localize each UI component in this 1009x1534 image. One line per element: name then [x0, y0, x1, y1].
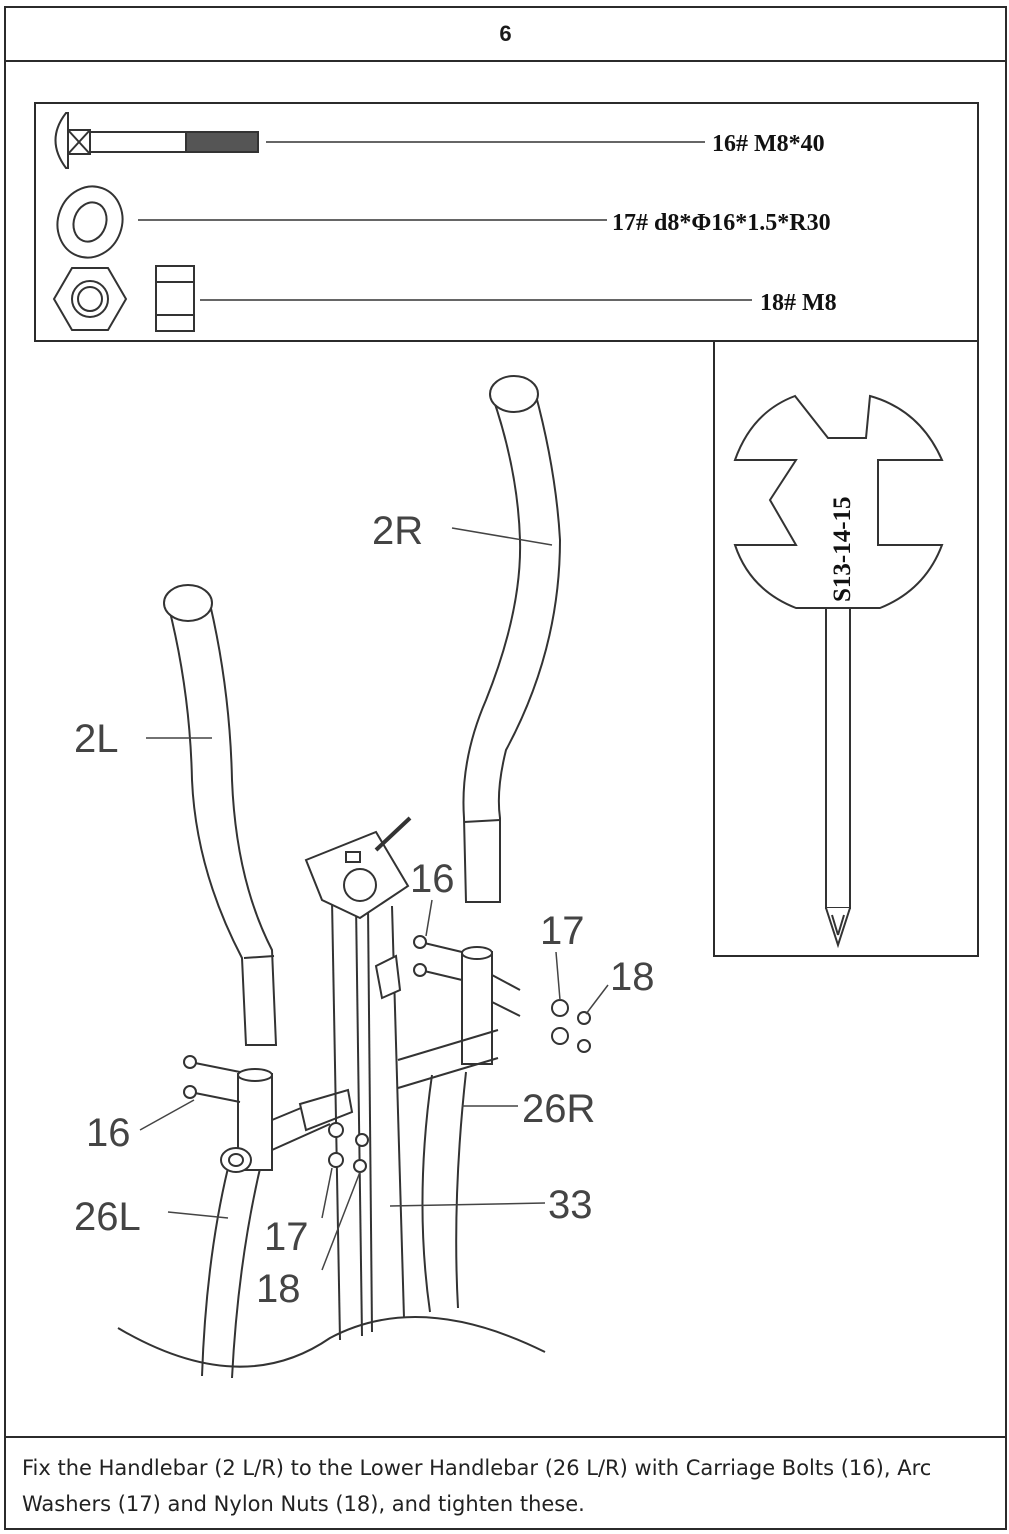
- callout-26l: 26L: [74, 1195, 141, 1239]
- carriage-bolt-icon: [54, 112, 259, 169]
- leader-lines: [139, 527, 609, 1271]
- callout-16-right: 16: [410, 857, 455, 901]
- wrench-icon: [733, 394, 944, 949]
- callout-33: 33: [548, 1183, 593, 1227]
- instruction-panel: 6 Fix the Handlebar (2 L/R) to the Lower…: [4, 6, 1007, 1530]
- main-mast: [304, 816, 412, 1341]
- callout-18-left: 18: [256, 1267, 301, 1311]
- instruction-text: Fix the Handlebar (2 L/R) to the Lower H…: [6, 1436, 1005, 1528]
- handlebar-right: [462, 375, 562, 903]
- wrench-size-label: S13-14-15: [829, 496, 856, 602]
- callout-26r: 26R: [522, 1087, 595, 1131]
- lower-handlebar-right: [298, 946, 499, 1313]
- callout-2l: 2L: [74, 717, 119, 761]
- callout-16-left: 16: [86, 1111, 131, 1155]
- spec-16: 16# M8*40: [712, 131, 825, 157]
- callout-18-right: 18: [610, 955, 655, 999]
- step-number: 6: [6, 8, 1005, 62]
- hardware-box: [34, 102, 979, 342]
- callout-2r: 2R: [372, 509, 423, 553]
- callout-17-left: 17: [264, 1215, 309, 1259]
- handlebar-left: [163, 584, 278, 1046]
- floor-line: [117, 1316, 546, 1368]
- lower-handlebar-left: [201, 1068, 331, 1379]
- wrench-box: [713, 340, 979, 957]
- bolts-right: [413, 935, 591, 1053]
- assembly-diagram: 16# M8*40 17# d8*Φ16*1.5*R30 18# M8 S13-…: [34, 102, 979, 1379]
- nylon-nut-icon: [52, 265, 195, 332]
- callout-17-right: 17: [540, 909, 585, 953]
- arc-washer-icon: [56, 185, 124, 259]
- bolts-left: [183, 1055, 369, 1173]
- spec-18: 18# M8: [760, 290, 837, 316]
- spec-17: 17# d8*Φ16*1.5*R30: [612, 210, 831, 236]
